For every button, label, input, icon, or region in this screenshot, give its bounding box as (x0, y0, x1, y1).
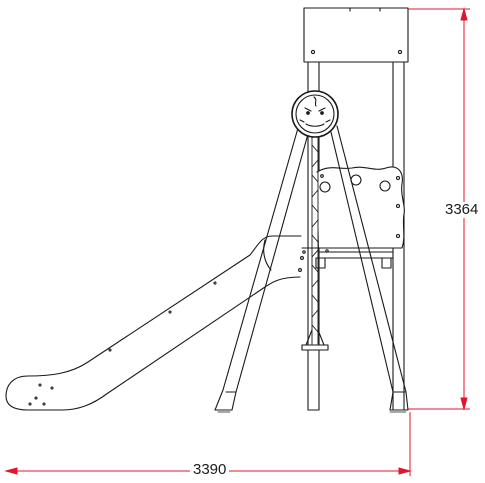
top-panel (303, 7, 409, 63)
platform-deck (301, 247, 394, 269)
a-frame-legs (214, 125, 409, 411)
swing-chain (311, 136, 319, 345)
swing-seat (301, 329, 329, 351)
height-dimension-label: 3364 (444, 201, 480, 218)
climbing-wall-panel (316, 166, 405, 249)
hub-with-face (291, 90, 339, 138)
width-dimension-label: 3390 (190, 462, 230, 478)
slide (5, 235, 304, 411)
